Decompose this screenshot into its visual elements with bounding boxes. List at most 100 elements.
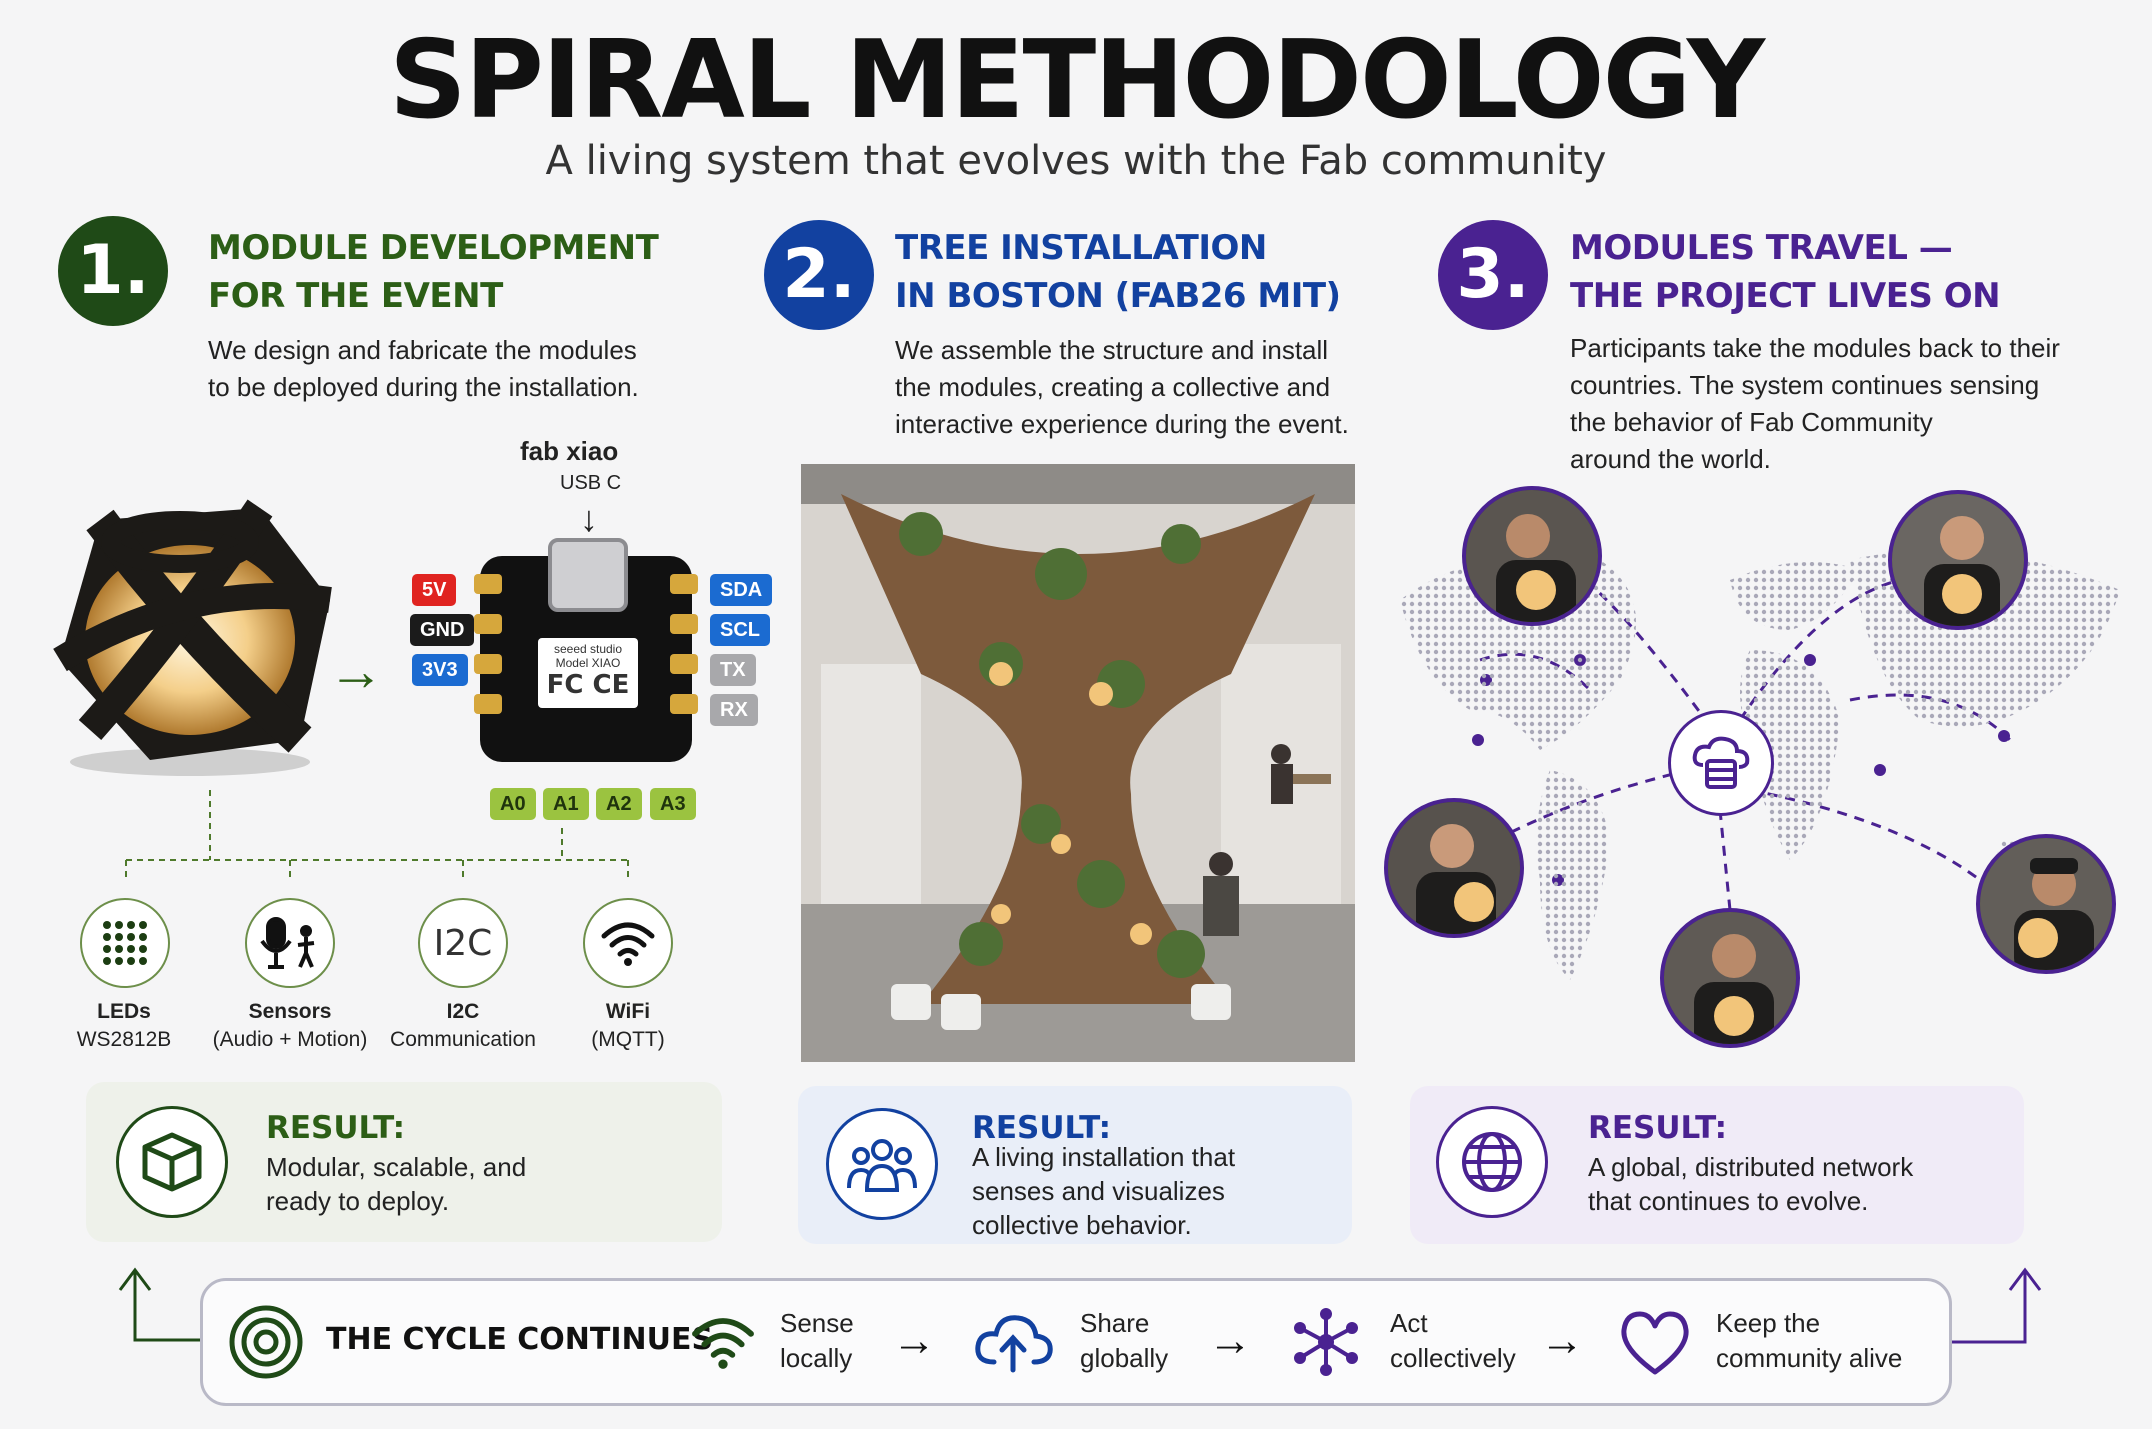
board-pad — [474, 614, 502, 634]
i2c-icon-text: I2C — [433, 922, 493, 964]
wifi-icon — [583, 898, 673, 988]
result-1-line: ready to deploy. — [266, 1186, 450, 1216]
result-1-line: Modular, scalable, and — [266, 1152, 527, 1182]
cycle-arrow-icon: → — [1540, 1316, 1584, 1365]
step-2-title-line1: TREE INSTALLATION — [895, 228, 1267, 268]
board-usb-label: USB C — [560, 472, 622, 494]
pin-sda: SDA — [710, 574, 773, 606]
cloud-upload-icon — [975, 1315, 1053, 1373]
led-grid-icon — [80, 898, 170, 988]
board-pad — [670, 654, 698, 674]
result-3-title: RESULT: — [1588, 1110, 1728, 1146]
pin-gnd: GND — [410, 614, 475, 646]
network-icon — [1294, 1308, 1358, 1376]
board-cert-mark: FC CE — [546, 670, 630, 700]
globe-icon — [1436, 1106, 1548, 1218]
result-1-title: RESULT: — [266, 1110, 406, 1146]
step-3-desc-line: Participants take the modules back to th… — [1570, 333, 2060, 363]
cycle-step-line: Keep the — [1716, 1308, 1821, 1338]
board-pad — [670, 614, 698, 634]
step-1-title: MODULE DEVELOPMENT FOR THE EVENT — [208, 224, 659, 320]
feature-name: Sensors — [248, 1000, 332, 1023]
result-3-text: A global, distributed network that conti… — [1588, 1150, 1913, 1218]
result-2-title: RESULT: — [972, 1110, 1112, 1146]
usb-connector — [548, 538, 628, 612]
pin-5v: 5V — [412, 574, 457, 606]
cycle-arrow-icon: → — [1208, 1316, 1252, 1365]
feature-sensors: Sensors (Audio + Motion) — [190, 998, 390, 1054]
cycle-step-share: Share globally — [1080, 1306, 1168, 1376]
step-2-number: 2. — [764, 220, 874, 330]
step-1-title-line1: MODULE DEVELOPMENT — [208, 228, 659, 268]
participant-avatar — [1976, 834, 2116, 974]
cycle-step-line: Sense — [780, 1308, 854, 1338]
feature-name: WiFi — [605, 1000, 651, 1023]
board-title: fab xiao — [520, 436, 619, 466]
board-pad — [670, 574, 698, 594]
board-pad — [670, 694, 698, 714]
cycle-title: THE CYCLE CONTINUES — [326, 1322, 714, 1357]
cloud-server-icon — [1668, 710, 1774, 816]
board-pad — [474, 574, 502, 594]
cycle-target-icon — [229, 1305, 303, 1379]
feature-detail: (Audio + Motion) — [212, 1028, 368, 1051]
result-3-line: A global, distributed network — [1588, 1152, 1914, 1182]
cycle-step-sense: Sense locally — [780, 1306, 854, 1376]
cycle-step-keep-alive: Keep the community alive — [1716, 1306, 1902, 1376]
result-3-line: that continues to evolve. — [1588, 1186, 1869, 1216]
page-title: SPIRAL METHODOLOGY — [388, 18, 1765, 143]
step-3-desc-line: the behavior of Fab Community — [1570, 407, 1933, 437]
step-3-title-line1: MODULES TRAVEL — — [1570, 228, 1953, 268]
result-2-line: senses and visualizes — [972, 1176, 1225, 1206]
feature-detail: Communication — [390, 1028, 536, 1051]
step-2-title-line2: IN BOSTON (FAB26 MIT) — [895, 276, 1341, 316]
pin-a2: A2 — [596, 788, 642, 820]
sensors-icon — [245, 898, 335, 988]
step-1-desc-line: We design and fabricate the modules — [208, 335, 637, 365]
result-1-text: Modular, scalable, and ready to deploy. — [266, 1150, 526, 1218]
xiao-board: seeed studio Model XIAO FC CE — [474, 538, 698, 762]
feature-name: LEDs — [97, 1000, 151, 1023]
step-3-title: MODULES TRAVEL — THE PROJECT LIVES ON — [1570, 224, 2001, 320]
cycle-step-line: community alive — [1716, 1343, 1903, 1373]
lamp-module-image — [53, 499, 332, 776]
result-2-text: A living installation that senses and vi… — [972, 1140, 1235, 1242]
result-2-line: A living installation that — [972, 1142, 1236, 1172]
step-1-desc-line: to be deployed during the installation. — [208, 372, 639, 402]
cycle-step-line: locally — [780, 1343, 853, 1373]
step-3-desc-line: around the world. — [1570, 444, 1771, 474]
pin-rx: RX — [710, 694, 758, 726]
cycle-step-act: Act collectively — [1390, 1306, 1516, 1376]
i2c-icon: I2C — [418, 898, 508, 988]
board-label: seeed studio Model XIAO FC CE — [538, 638, 638, 708]
step-3-description: Participants take the modules back to th… — [1570, 330, 2090, 478]
step-2-description: We assemble the structure and install th… — [895, 332, 1375, 443]
participant-avatar — [1462, 486, 1602, 626]
pin-a3: A3 — [650, 788, 696, 820]
participant-avatar — [1384, 798, 1524, 938]
cycle-wifi-icon — [692, 1318, 754, 1369]
step-2-title: TREE INSTALLATION IN BOSTON (FAB26 MIT) — [895, 224, 1341, 320]
feature-wifi: WiFi (MQTT) — [528, 998, 728, 1054]
step-2-desc-line: interactive experience during the event. — [895, 409, 1349, 439]
cycle-arrow-icon: → — [892, 1316, 936, 1365]
pin-tx: TX — [710, 654, 756, 686]
participant-avatar — [1888, 490, 2028, 630]
board-label-line1: seeed studio — [553, 642, 623, 656]
feature-detail: WS2812B — [76, 1028, 172, 1051]
step-1-description: We design and fabricate the modules to b… — [208, 332, 688, 406]
pin-a0: A0 — [490, 788, 536, 820]
step-3-number: 3. — [1438, 220, 1548, 330]
pin-a1: A1 — [543, 788, 589, 820]
board-label-line2: Model XIAO — [555, 656, 621, 670]
cycle-step-line: globally — [1080, 1343, 1169, 1373]
arrow-right-icon: → — [328, 639, 384, 702]
arrow-down-icon: ↓ — [580, 498, 598, 539]
feature-leds: LEDs WS2812B — [24, 998, 224, 1054]
feature-detail: (MQTT) — [591, 1028, 665, 1051]
cycle-bar — [200, 1278, 1952, 1406]
board-pad — [474, 694, 502, 714]
result-2-line: collective behavior. — [972, 1210, 1192, 1240]
board-pad — [474, 654, 502, 674]
cube-icon — [116, 1106, 228, 1218]
